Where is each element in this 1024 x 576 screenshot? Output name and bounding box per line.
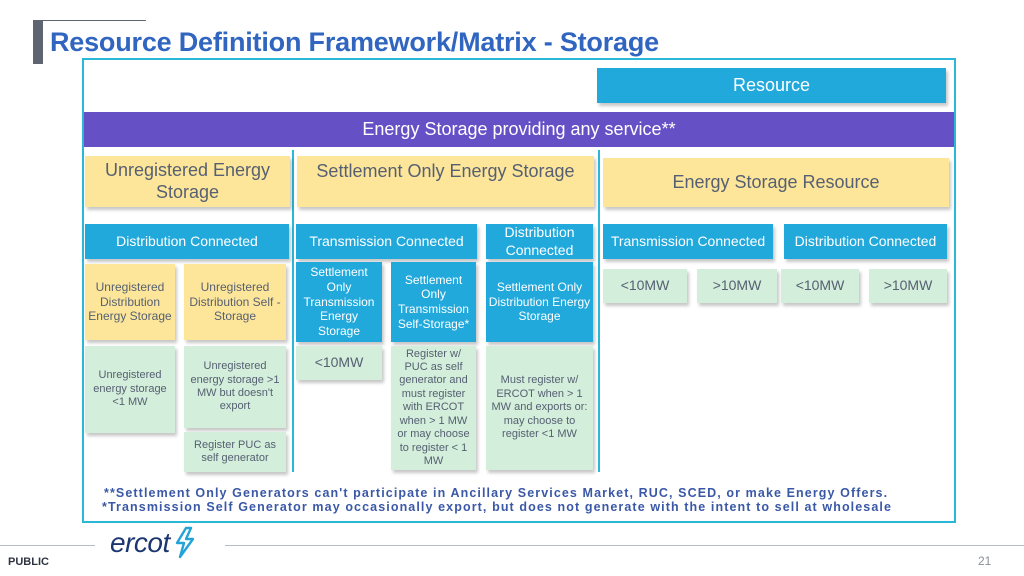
column-divider — [598, 150, 600, 472]
conn-settlement-distribution: Distribution Connected — [486, 224, 593, 259]
category-unregistered: Unregistered Energy Storage — [85, 156, 290, 207]
detail-unregistered-over-1mw: Unregistered energy storage >1 MW but do… — [184, 346, 286, 428]
conn-esr-distribution: Distribution Connected — [784, 224, 947, 259]
resource-header: Resource — [597, 68, 946, 103]
page-number: 21 — [978, 554, 992, 568]
footnote-self-generator: *Transmission Self Generator may occasio… — [102, 500, 893, 514]
matrix-frame — [82, 58, 956, 523]
title-accent-line — [43, 20, 146, 21]
conn-settlement-transmission: Transmission Connected — [296, 224, 477, 259]
category-settlement-only: Settlement Only Energy Storage — [297, 156, 594, 207]
detail-register-puc: Register PUC as self generator — [184, 432, 286, 472]
footnote-settlement-only: **Settlement Only Generators can't parti… — [104, 486, 889, 500]
esr-transmission-lt10mw: <10MW — [603, 269, 687, 303]
detail-unregistered-under-1mw: Unregistered energy storage <1 MW — [85, 346, 175, 433]
logo-bolt-icon — [175, 526, 194, 559]
conn-esr-transmission: Transmission Connected — [603, 224, 773, 259]
type-unregistered-distribution-self-storage: Unregistered Distribution Self -Storage — [184, 264, 286, 340]
esr-transmission-gt10mw: >10MW — [697, 269, 777, 303]
energy-storage-band: Energy Storage providing any service** — [84, 112, 954, 147]
esr-distribution-lt10mw: <10MW — [781, 269, 859, 303]
conn-unregistered-distribution: Distribution Connected — [85, 224, 289, 259]
type-unregistered-distribution-storage: Unregistered Distribution Energy Storage — [85, 264, 175, 340]
esr-distribution-gt10mw: >10MW — [869, 269, 947, 303]
type-settlement-transmission-self-storage: Settlement Only Transmission Self-Storag… — [391, 262, 476, 342]
title-accent-bar — [33, 20, 43, 64]
category-esr: Energy Storage Resource — [603, 158, 949, 207]
type-settlement-transmission-storage: Settlement Only Transmission Energy Stor… — [296, 262, 382, 342]
page-title: Resource Definition Framework/Matrix - S… — [50, 27, 659, 57]
logo-wordmark: ercot — [110, 527, 170, 558]
type-settlement-distribution-storage: Settlement Only Distribution Energy Stor… — [486, 262, 593, 342]
column-divider — [292, 150, 294, 472]
detail-self-storage-registration: Register w/ PUC as self generator and mu… — [391, 346, 476, 470]
classification-label: PUBLIC — [8, 556, 49, 568]
footer-rule-right — [225, 545, 1024, 546]
detail-distribution-registration: Must register w/ ERCOT when > 1 MW and e… — [486, 346, 593, 470]
footer-rule-left — [0, 545, 95, 546]
ercot-logo: ercot — [110, 526, 198, 560]
detail-settlement-transmission-lt10mw: <10MW — [296, 346, 382, 380]
